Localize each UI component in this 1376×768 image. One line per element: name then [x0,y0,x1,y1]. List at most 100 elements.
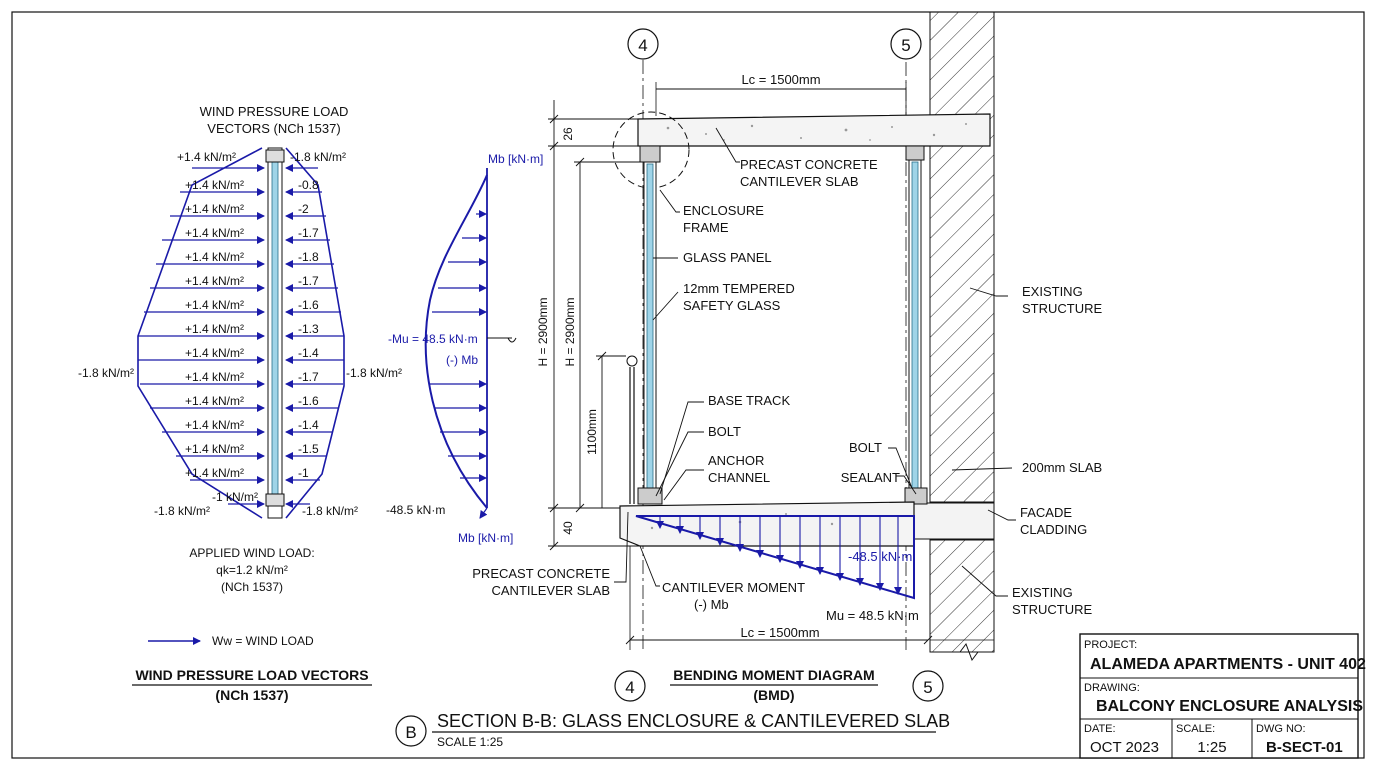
bmd-bottom-label: Mb [kN·m] [458,531,513,545]
label-bolt-right: BOLT [849,440,882,455]
label-frame-1: ENCLOSURE [683,203,764,218]
wind-left-arrows [138,164,265,508]
svg-text:-1.7: -1.7 [298,370,319,384]
lc-top-text: Lc = 1500mm [741,72,820,87]
label-frame-2: FRAME [683,220,729,235]
label-tempered-2: SAFETY GLASS [683,298,781,313]
dim-26: 26 [561,127,575,141]
label-slab-200: 200mm SLAB [1022,460,1102,475]
dwg-label: DWG NO: [1256,723,1306,735]
svg-text:-1.3: -1.3 [298,322,319,336]
label-glass-panel: GLASS PANEL [683,250,772,265]
svg-text:-1.5: -1.5 [298,442,319,456]
label-facade-2: CLADDING [1020,522,1087,537]
legend-label: Ww = WIND LOAD [212,634,314,648]
label-base-track: BASE TRACK [708,393,790,408]
wind-envelope-right [285,147,345,519]
applied-line2: qk=1.2 kN/m² [216,563,288,577]
svg-text:-1.8 kN/m²: -1.8 kN/m² [290,150,346,164]
title-block: PROJECT: ALAMEDA APARTMENTS - UNIT 402 D… [1079,633,1366,759]
label-mu-right: Mu = 48.5 kN·m [826,608,919,623]
slab-moment-triangle [635,515,915,600]
drawing-value: BALCONY ENCLOSURE ANALYSIS [1096,698,1363,715]
wind-caption-line2: (NCh 1537) [215,687,288,703]
section-tag-bubble [395,715,427,747]
drawing-label: DRAWING: [1084,682,1140,694]
svg-text:+1.4 kN/m²: +1.4 kN/m² [185,418,244,432]
svg-text:+1.4 kN/m²: +1.4 kN/m² [185,322,244,336]
wind-left-side-label: -1.8 kN/m² [78,366,134,380]
scale-label: SCALE: [1176,723,1215,735]
scale-value: 1:25 [1197,739,1226,756]
svg-text:-0.8: -0.8 [298,178,319,192]
bmd-top-label: Mb [kN·m] [488,152,543,166]
label-precast-bot-2: CANTILEVER SLAB [492,583,611,598]
svg-text:-1.7: -1.7 [298,226,319,240]
svg-text:+1.4 kN/m²: +1.4 kN/m² [185,298,244,312]
slab-moment-arrows [656,517,902,595]
project-value: ALAMEDA APARTMENTS - UNIT 402 [1090,656,1366,673]
section-title: SECTION B-B: GLASS ENCLOSURE & CANTILEVE… [437,711,950,731]
bmd-neg-label: (-) Mb [446,353,478,367]
dim-h-inner: H = 2900mm [563,297,577,366]
section-tag-text: B [405,723,416,742]
svg-text:-1.8: -1.8 [298,250,319,264]
slab-top-aggregate [666,123,967,141]
wind-left-labels: +1.4 kN/m² +1.4 kN/m² +1.4 kN/m² +1.4 kN… [177,150,244,480]
wind-bottom-mid-label: -1 kN/m² [212,490,258,504]
svg-text:+1.4 kN/m²: +1.4 kN/m² [185,394,244,408]
glass-panel-right [911,161,919,491]
grid-4-top-text: 4 [638,36,647,55]
label-facade-1: FACADE [1020,505,1072,520]
label-existing-2b: STRUCTURE [1012,602,1092,617]
svg-text:+1.4 kN/m²: +1.4 kN/m² [177,150,236,164]
wind-panel-glass [271,159,279,507]
lc-bottom-text: Lc = 1500mm [740,625,819,640]
existing-structure-upper [929,11,995,503]
label-existing-2a: EXISTING [1012,585,1073,600]
label-precast-bot-1: PRECAST CONCRETE [472,566,610,581]
svg-text:+1.4 kN/m²: +1.4 kN/m² [185,370,244,384]
label-precast-top-1: PRECAST CONCRETE [740,157,878,172]
grid-5-bottom-text: 5 [923,678,932,697]
svg-text:+1.4 kN/m²: +1.4 kN/m² [185,442,244,456]
bmd-curve [424,174,488,509]
wind-envelope-left [137,147,263,519]
svg-text:-1.6: -1.6 [298,298,319,312]
section-scale: SCALE 1:25 [437,735,503,749]
grid-5-top-text: 5 [901,36,910,55]
svg-text:-1: -1 [298,466,309,480]
wind-caption-line1: WIND PRESSURE LOAD VECTORS [135,667,368,683]
section-labels: PRECAST CONCRETE CANTILEVER SLAB ENCLOSU… [472,157,1102,617]
railing-post-top [626,355,638,367]
grid-bubble-4-top [627,28,659,60]
svg-text:+1.4 kN/m²: +1.4 kN/m² [185,466,244,480]
existing-structure-lower [929,539,995,653]
label-anchor-2: CHANNEL [708,470,770,485]
grid-bubble-4-bottom [614,670,646,702]
svg-text:+1.4 kN/m²: +1.4 kN/m² [185,250,244,264]
label-sealant: SEALANT [841,470,900,485]
facade-cladding [913,502,995,540]
label-tempered-1: 12mm TEMPERED [683,281,795,296]
bmd-base-label: -48.5 kN·m [386,503,445,517]
applied-line1: APPLIED WIND LOAD: [189,546,314,560]
bmd-mu-label: -Mu = 48.5 kN·m [388,332,478,346]
bmd-caption-line2: (BMD) [753,687,794,703]
dwg-value: B-SECT-01 [1266,739,1343,756]
precast-slab-top [637,113,991,147]
label-cant-1: CANTILEVER MOMENT [662,580,805,595]
svg-text:+1.4 kN/m²: +1.4 kN/m² [185,226,244,240]
vertical-dimensions [548,100,644,551]
label-anchor-1: ANCHOR [708,453,764,468]
glass-panel-left [646,163,654,491]
svg-text:-1.7: -1.7 [298,274,319,288]
svg-text:+1.4 kN/m²: +1.4 kN/m² [185,346,244,360]
svg-text:-1.4: -1.4 [298,346,319,360]
svg-text:+1.4 kN/m²: +1.4 kN/m² [185,178,244,192]
bmd-diagram: Mb [kN·m] -Mu = 48.5 kN·m (-) Mb -48.5 k… [386,152,543,545]
label-bolt-left: BOLT [708,424,741,439]
grid-bubble-5-bottom [912,670,944,702]
date-label: DATE: [1084,723,1116,735]
